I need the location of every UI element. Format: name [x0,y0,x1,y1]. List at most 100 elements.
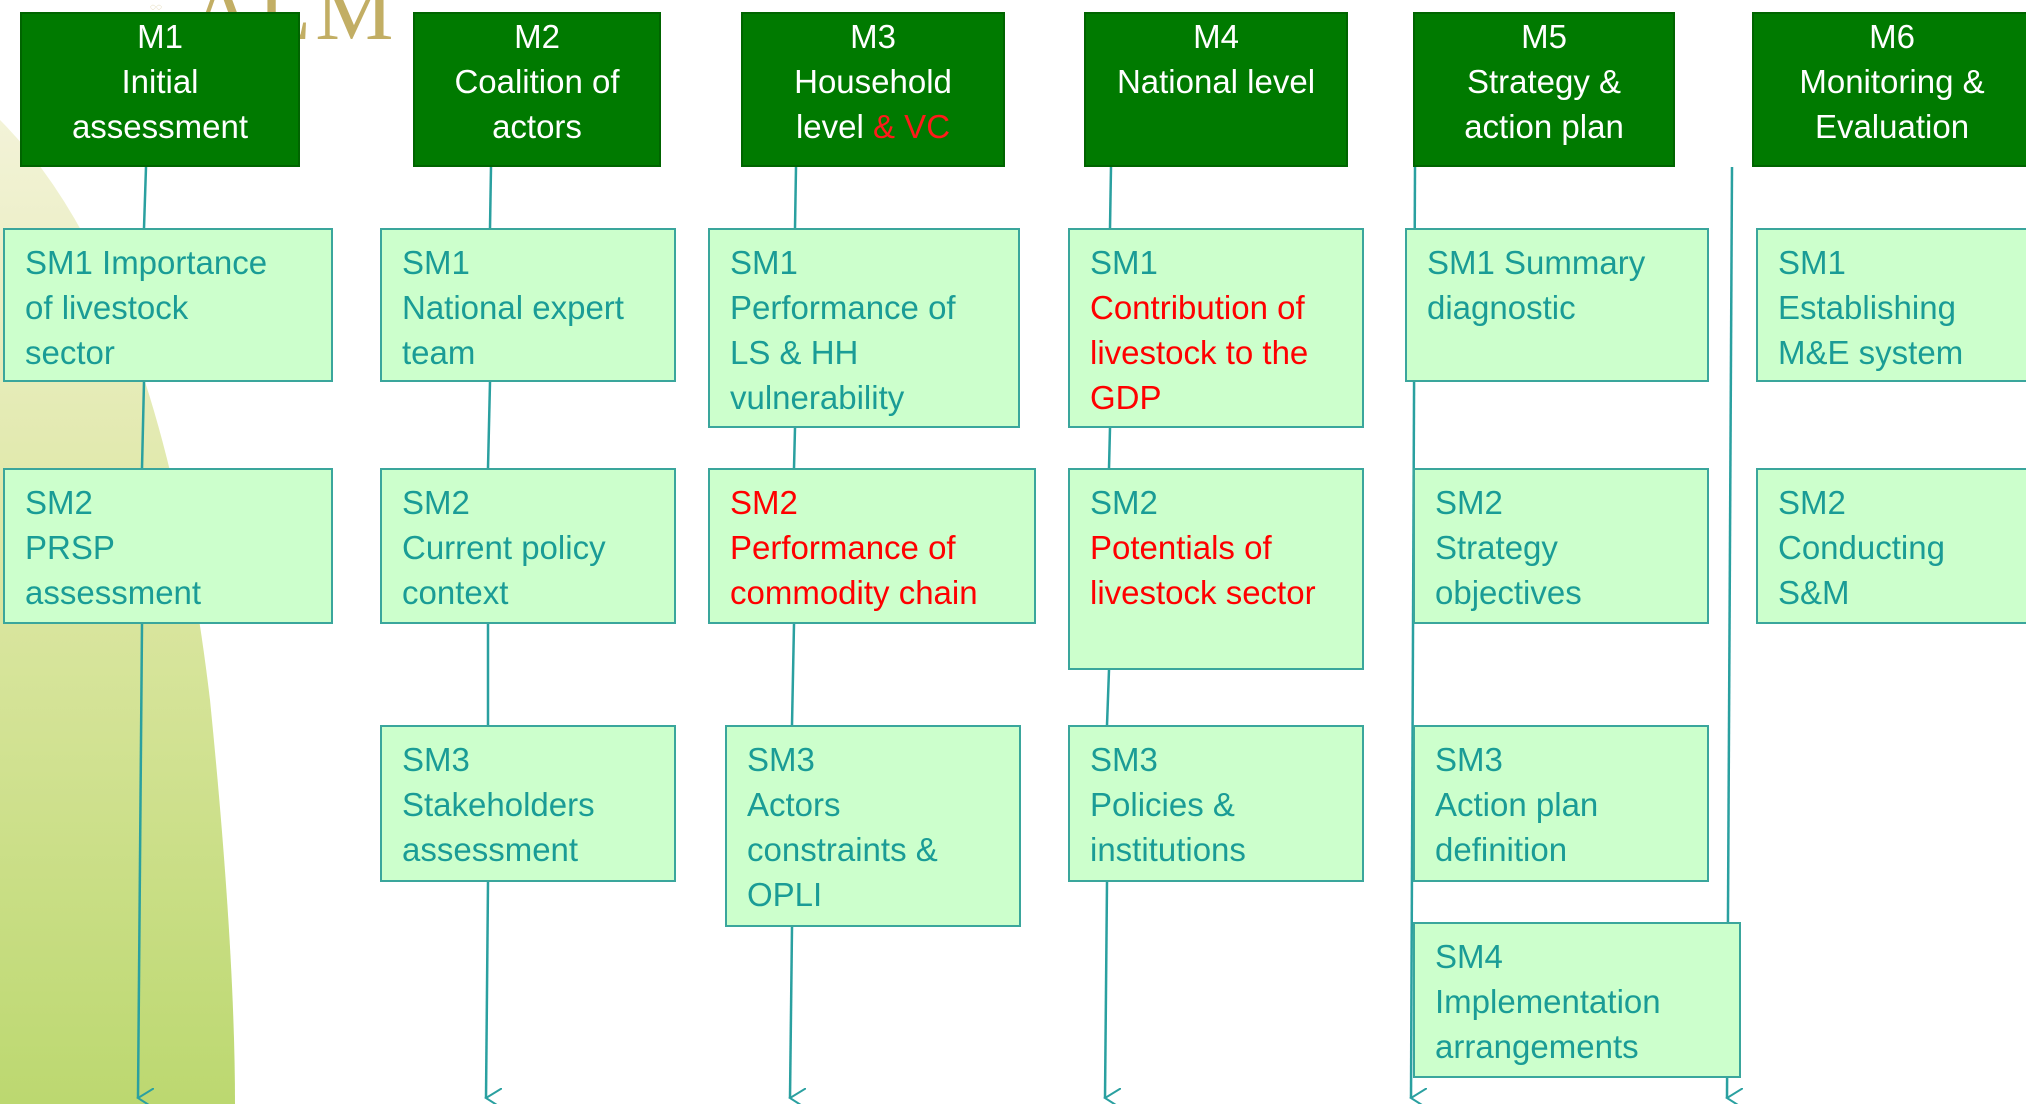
module-m6: M6 Monitoring & Evaluation [1752,12,2026,167]
submodule-m2-sm3: SM3 Stakeholders assessment [380,725,676,882]
connector-m2 [488,166,493,229]
submodule-m3-sm2: SM2 Performance of commodity chain [708,468,1036,624]
submodule-line: SM1 [730,244,798,281]
logo-mark: ◌◌ [150,2,162,13]
module-m3-title-line2: level & VC [796,104,950,149]
submodule-line: assessment [402,831,579,868]
submodule-line: arrangements [1435,1028,1639,1065]
module-m1-code: M1 [137,18,183,55]
submodule-line: livestock sector [1090,574,1316,611]
submodule-line: PRSP [25,529,115,566]
submodule-line: context [402,574,509,611]
submodule-line: SM3 [1090,741,1158,778]
submodule-line: SM2 [730,484,798,521]
module-m3-title-line1: Household [794,63,952,100]
submodule-line: SM1 [402,244,470,281]
submodule-m2-sm1: SM1 National expert team [380,228,676,382]
submodule-m2-sm2: SM2 Current policy context [380,468,676,624]
module-m6-code: M6 [1869,18,1915,55]
submodule-line: assessment [25,574,202,611]
submodule-line: Stakeholders [402,786,595,823]
module-m2-code: M2 [514,18,560,55]
module-m2-title-line1: Coalition of [454,63,620,100]
submodule-m4-sm3: SM3 Policies & institutions [1068,725,1364,882]
module-m5-title-line1: Strategy & [1466,63,1622,100]
connector-m1 [142,166,148,229]
module-m1-title-line1: Initial [121,63,199,100]
submodule-line: institutions [1090,831,1246,868]
submodule-line: Strategy [1435,529,1558,566]
submodule-m1-sm2: SM2 PRSP assessment [3,468,333,624]
submodule-line: Actors [747,786,841,823]
submodule-line: Current policy [402,529,606,566]
submodule-m4-sm2: SM2 Potentials of livestock sector [1068,468,1364,670]
submodule-line: SM2 [25,484,93,521]
submodule-m6-sm2: SM2 Conducting S&M [1756,468,2026,624]
submodule-line: of livestock [25,289,189,326]
submodule-line: team [402,334,476,371]
submodule-line: National expert [402,289,624,326]
submodule-line: S&M [1778,574,1850,611]
module-m4-code: M4 [1193,18,1239,55]
submodule-line: Implementation [1435,983,1661,1020]
module-m4-title-line1: National level [1116,63,1316,100]
submodule-m3-sm1: SM1 Performance of LS & HH vulnerability [708,228,1020,428]
submodule-line: SM2 [1435,484,1503,521]
module-m5: M5 Strategy & action plan [1413,12,1675,167]
submodule-m5-sm4: SM4 Implementation arrangements [1413,922,1741,1078]
module-m4: M4 National level [1084,12,1348,167]
submodule-line: Performance of [730,289,956,326]
module-m1: M1 Initial assessment [20,12,300,167]
submodule-line: constraints & [747,831,938,868]
submodule-line: SM4 [1435,938,1503,975]
submodule-line: Conducting [1778,529,1945,566]
submodule-line: GDP [1090,379,1162,416]
submodule-line: diagnostic [1427,289,1576,326]
submodule-line: SM1 Summary [1427,244,1646,281]
module-m6-title-line2: Evaluation [1814,108,1970,145]
submodule-m6-sm1: SM1 Establishing M&E system [1756,228,2026,382]
module-m5-code: M5 [1521,18,1567,55]
submodule-line: SM1 [1090,244,1158,281]
submodule-m3-sm3: SM3 Actors constraints & OPLI [725,725,1021,927]
submodule-m5-sm2: SM2 Strategy objectives [1413,468,1709,624]
module-m3-level-text: level [795,108,873,145]
submodule-line: objectives [1435,574,1582,611]
module-m3-code: M3 [850,18,896,55]
submodule-line: SM2 [402,484,470,521]
submodule-line: Contribution of [1090,289,1305,326]
submodule-line: OPLI [747,876,823,913]
module-m2: M2 Coalition of actors [413,12,661,167]
module-m3: M3 Household level & VC [741,12,1005,167]
submodule-line: Policies & [1090,786,1235,823]
submodule-line: Establishing [1778,289,1956,326]
module-m6-title-line1: Monitoring & [1799,63,1985,100]
submodule-line: Performance of [730,529,956,566]
submodule-line: vulnerability [730,379,905,416]
submodule-line: sector [25,334,115,371]
submodule-m4-sm1: SM1 Contribution of livestock to the GDP [1068,228,1364,428]
submodule-line: Potentials of [1090,529,1272,566]
submodule-line: definition [1435,831,1568,868]
submodule-m1-sm1: SM1 Importance of livestock sector [3,228,333,382]
submodule-line: SM3 [1435,741,1503,778]
connector-m4 [1108,166,1113,229]
submodule-line: LS & HH [730,334,859,371]
module-m2-title-line2: actors [492,108,582,145]
module-m5-title-line2: action plan [1464,108,1624,145]
module-m3-vc-text: & VC [873,108,951,145]
submodule-line: SM1 Importance [25,244,268,281]
submodule-m5-sm3: SM3 Action plan definition [1413,725,1709,882]
submodule-line: commodity chain [730,574,978,611]
submodule-m5-sm1: SM1 Summary diagnostic [1405,228,1709,382]
submodule-line: SM2 [1778,484,1846,521]
submodule-line: Action plan [1435,786,1599,823]
submodule-line: SM3 [402,741,470,778]
submodule-line: SM1 [1778,244,1846,281]
submodule-line: livestock to the [1090,334,1309,371]
module-m1-title-line2: assessment [71,108,249,145]
submodule-line: SM2 [1090,484,1158,521]
submodule-line: SM3 [747,741,815,778]
connector-m3 [793,166,798,229]
submodule-line: M&E system [1778,334,1964,371]
